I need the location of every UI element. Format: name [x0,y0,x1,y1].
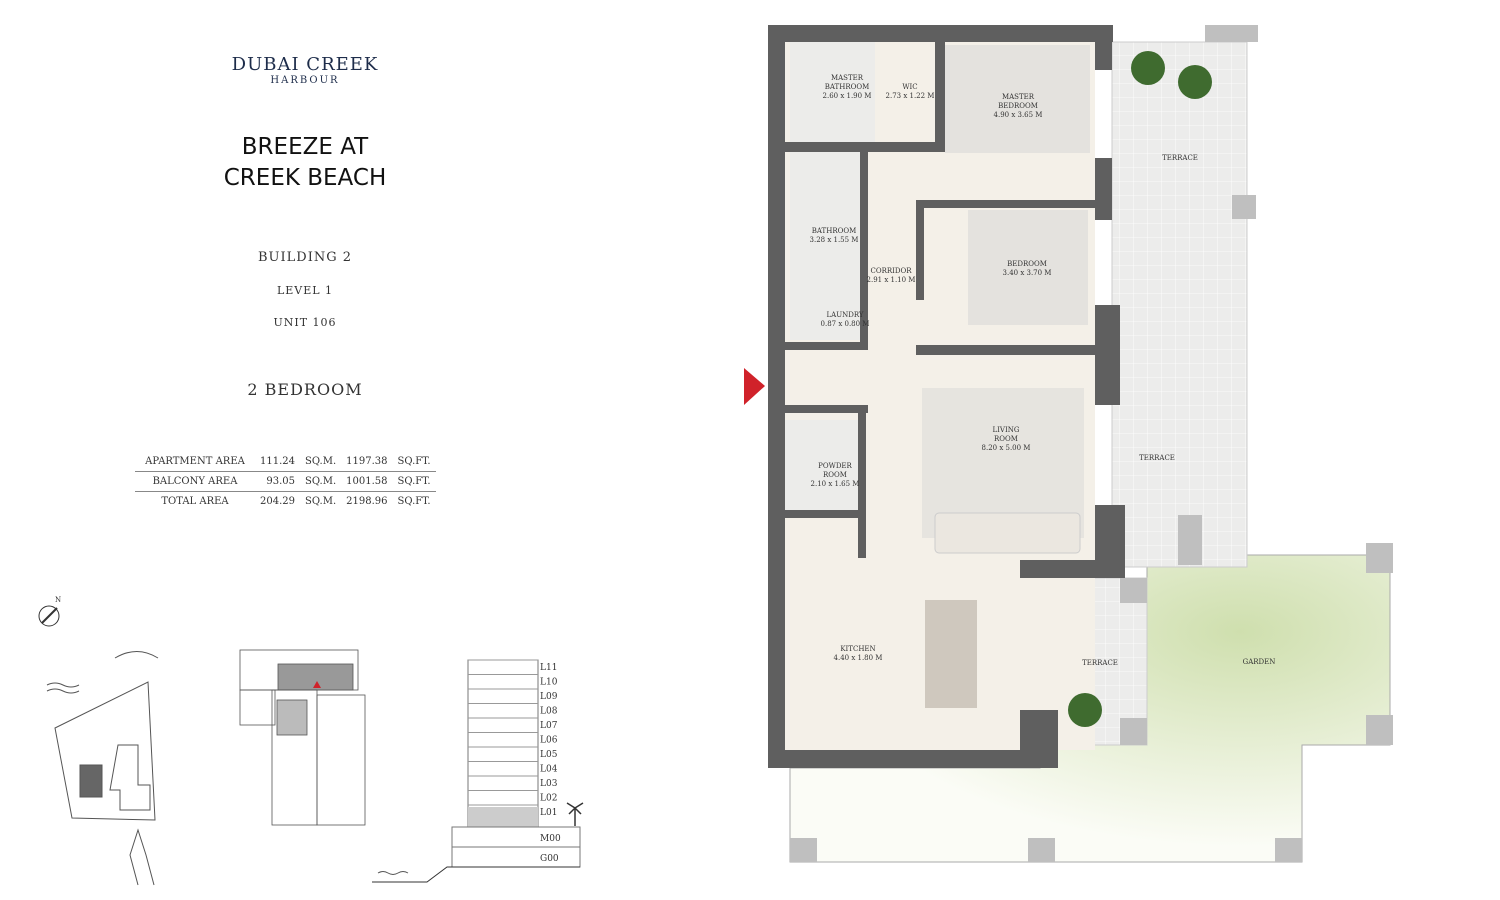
compass-icon: N [38,596,61,627]
plant-icons [1068,51,1212,727]
master-bath-label: MASTER [831,74,864,82]
bedroom-rug [968,210,1088,325]
level-label: L08 [540,707,558,717]
area-label: TOTAL AREA [161,496,229,507]
sqft: 2198.96 [346,496,388,507]
wic-size: 2.73 x 1.22 M [886,92,935,100]
master-bath-floor [790,42,875,142]
bathroom-floor [790,150,860,340]
project-title: BREEZE AT CREEK BEACH [155,132,455,194]
terrace-area [1111,41,1248,568]
terrace-label: TERRACE [1082,659,1118,667]
master-bedroom-size: 4.90 x 3.65 M [994,111,1043,119]
level-label: L04 [540,765,558,775]
compass-north: N [55,596,61,604]
project-title-line2: CREEK BEACH [223,165,387,191]
unit-label: UNIT 106 [273,316,337,329]
unit-marker-icon [313,681,321,688]
brand-name: DUBAI CREEK [231,54,379,75]
level-label: L07 [540,721,558,731]
area-label: APARTMENT AREA [135,452,255,472]
living-room-label: LIVING [993,426,1020,434]
level-label: L09 [540,692,558,702]
water-icon [46,682,80,694]
building-key-plan [239,649,366,826]
master-bath-label: BATHROOM [825,83,870,91]
level-label: LEVEL 1 [276,284,334,297]
kitchen-label: KITCHEN [840,645,875,653]
powder-room-size: 2.10 x 1.65 M [811,480,860,488]
powder-floor [785,420,858,510]
sqft-unit: SQ.FT. [397,496,431,507]
master-bedroom-label: MASTER [1002,93,1035,101]
building-label: BUILDING 2 [258,250,352,265]
level-label: G00 [540,854,559,864]
terrace-label: TERRACE [1139,454,1175,462]
bathroom-size: 3.28 x 1.55 M [810,236,859,244]
site-plan [46,651,159,886]
master-bedroom-label: BEDROOM [998,102,1038,110]
garden-label: GARDEN [1243,658,1276,666]
tower-icon [129,828,155,886]
laundry-size: 0.87 x 0.80 M [821,320,870,328]
corridor-size: 2.91 x 1.10 M [867,276,916,284]
level-label: L06 [540,736,558,746]
walls [768,25,1125,768]
master-bath-size: 2.60 x 1.90 M [823,92,872,100]
room-labels: MASTER BATHROOM 2.60 x 1.90 M WIC 2.73 x… [810,74,1276,667]
living-room-size: 8.20 x 5.00 M [982,444,1031,452]
area-row: TOTAL AREA 204.29 SQ.M. 2198.96 SQ.FT. [135,492,436,512]
powder-room-label: ROOM [823,471,847,479]
wic-label: WIC [902,83,917,91]
entrance-arrow-icon[interactable] [744,368,765,405]
level-label: L03 [540,779,558,789]
level-label: L01 [540,808,557,818]
palm-tree-icon [566,802,584,826]
sqm: 93.05 [255,471,300,492]
laundry-label: LAUNDRY [826,311,863,319]
sqm-unit: SQ.M. [300,452,342,472]
terrace-label: TERRACE [1162,154,1198,162]
sqm-unit: SQ.M. [305,496,337,507]
sqft-unit: SQ.FT. [392,452,436,472]
level-label: L05 [540,750,558,760]
sqft: 1197.38 [341,452,393,472]
columns [790,25,1393,862]
bedroom-type: 2 BEDROOM [247,380,363,399]
project-title-line1: BREEZE AT [241,134,369,160]
dining-table [925,600,977,708]
sqft-unit: SQ.FT. [392,471,436,492]
sqm: 204.29 [260,496,295,507]
bedroom-label: BEDROOM [1007,260,1047,268]
living-room-label: ROOM [994,435,1018,443]
water-icon [377,871,409,875]
level-label: L02 [540,794,557,804]
brand-logo: DUBAI CREEK HARBOUR [200,54,410,86]
corridor-label: CORRIDOR [870,267,912,275]
brand-sub: HARBOUR [270,75,340,86]
bathroom-label: BATHROOM [812,227,857,235]
level-label: L11 [540,663,557,673]
powder-room-label: POWDER [818,462,852,470]
sqm: 111.24 [255,452,300,472]
level-label: L10 [540,678,558,688]
sqft: 1001.58 [341,471,393,492]
master-bed-rug [945,45,1090,153]
sofa [934,512,1081,554]
kitchen-size: 4.40 x 1.80 M [834,654,883,662]
sqm-unit: SQ.M. [300,471,342,492]
key-plans: N L11L10L09L08L07L06L05L04L03L02L01M00G0… [38,596,584,886]
bedroom-size: 3.40 x 3.70 M [1003,269,1052,277]
area-label: BALCONY AREA [135,471,255,492]
level-label: M00 [540,834,561,844]
